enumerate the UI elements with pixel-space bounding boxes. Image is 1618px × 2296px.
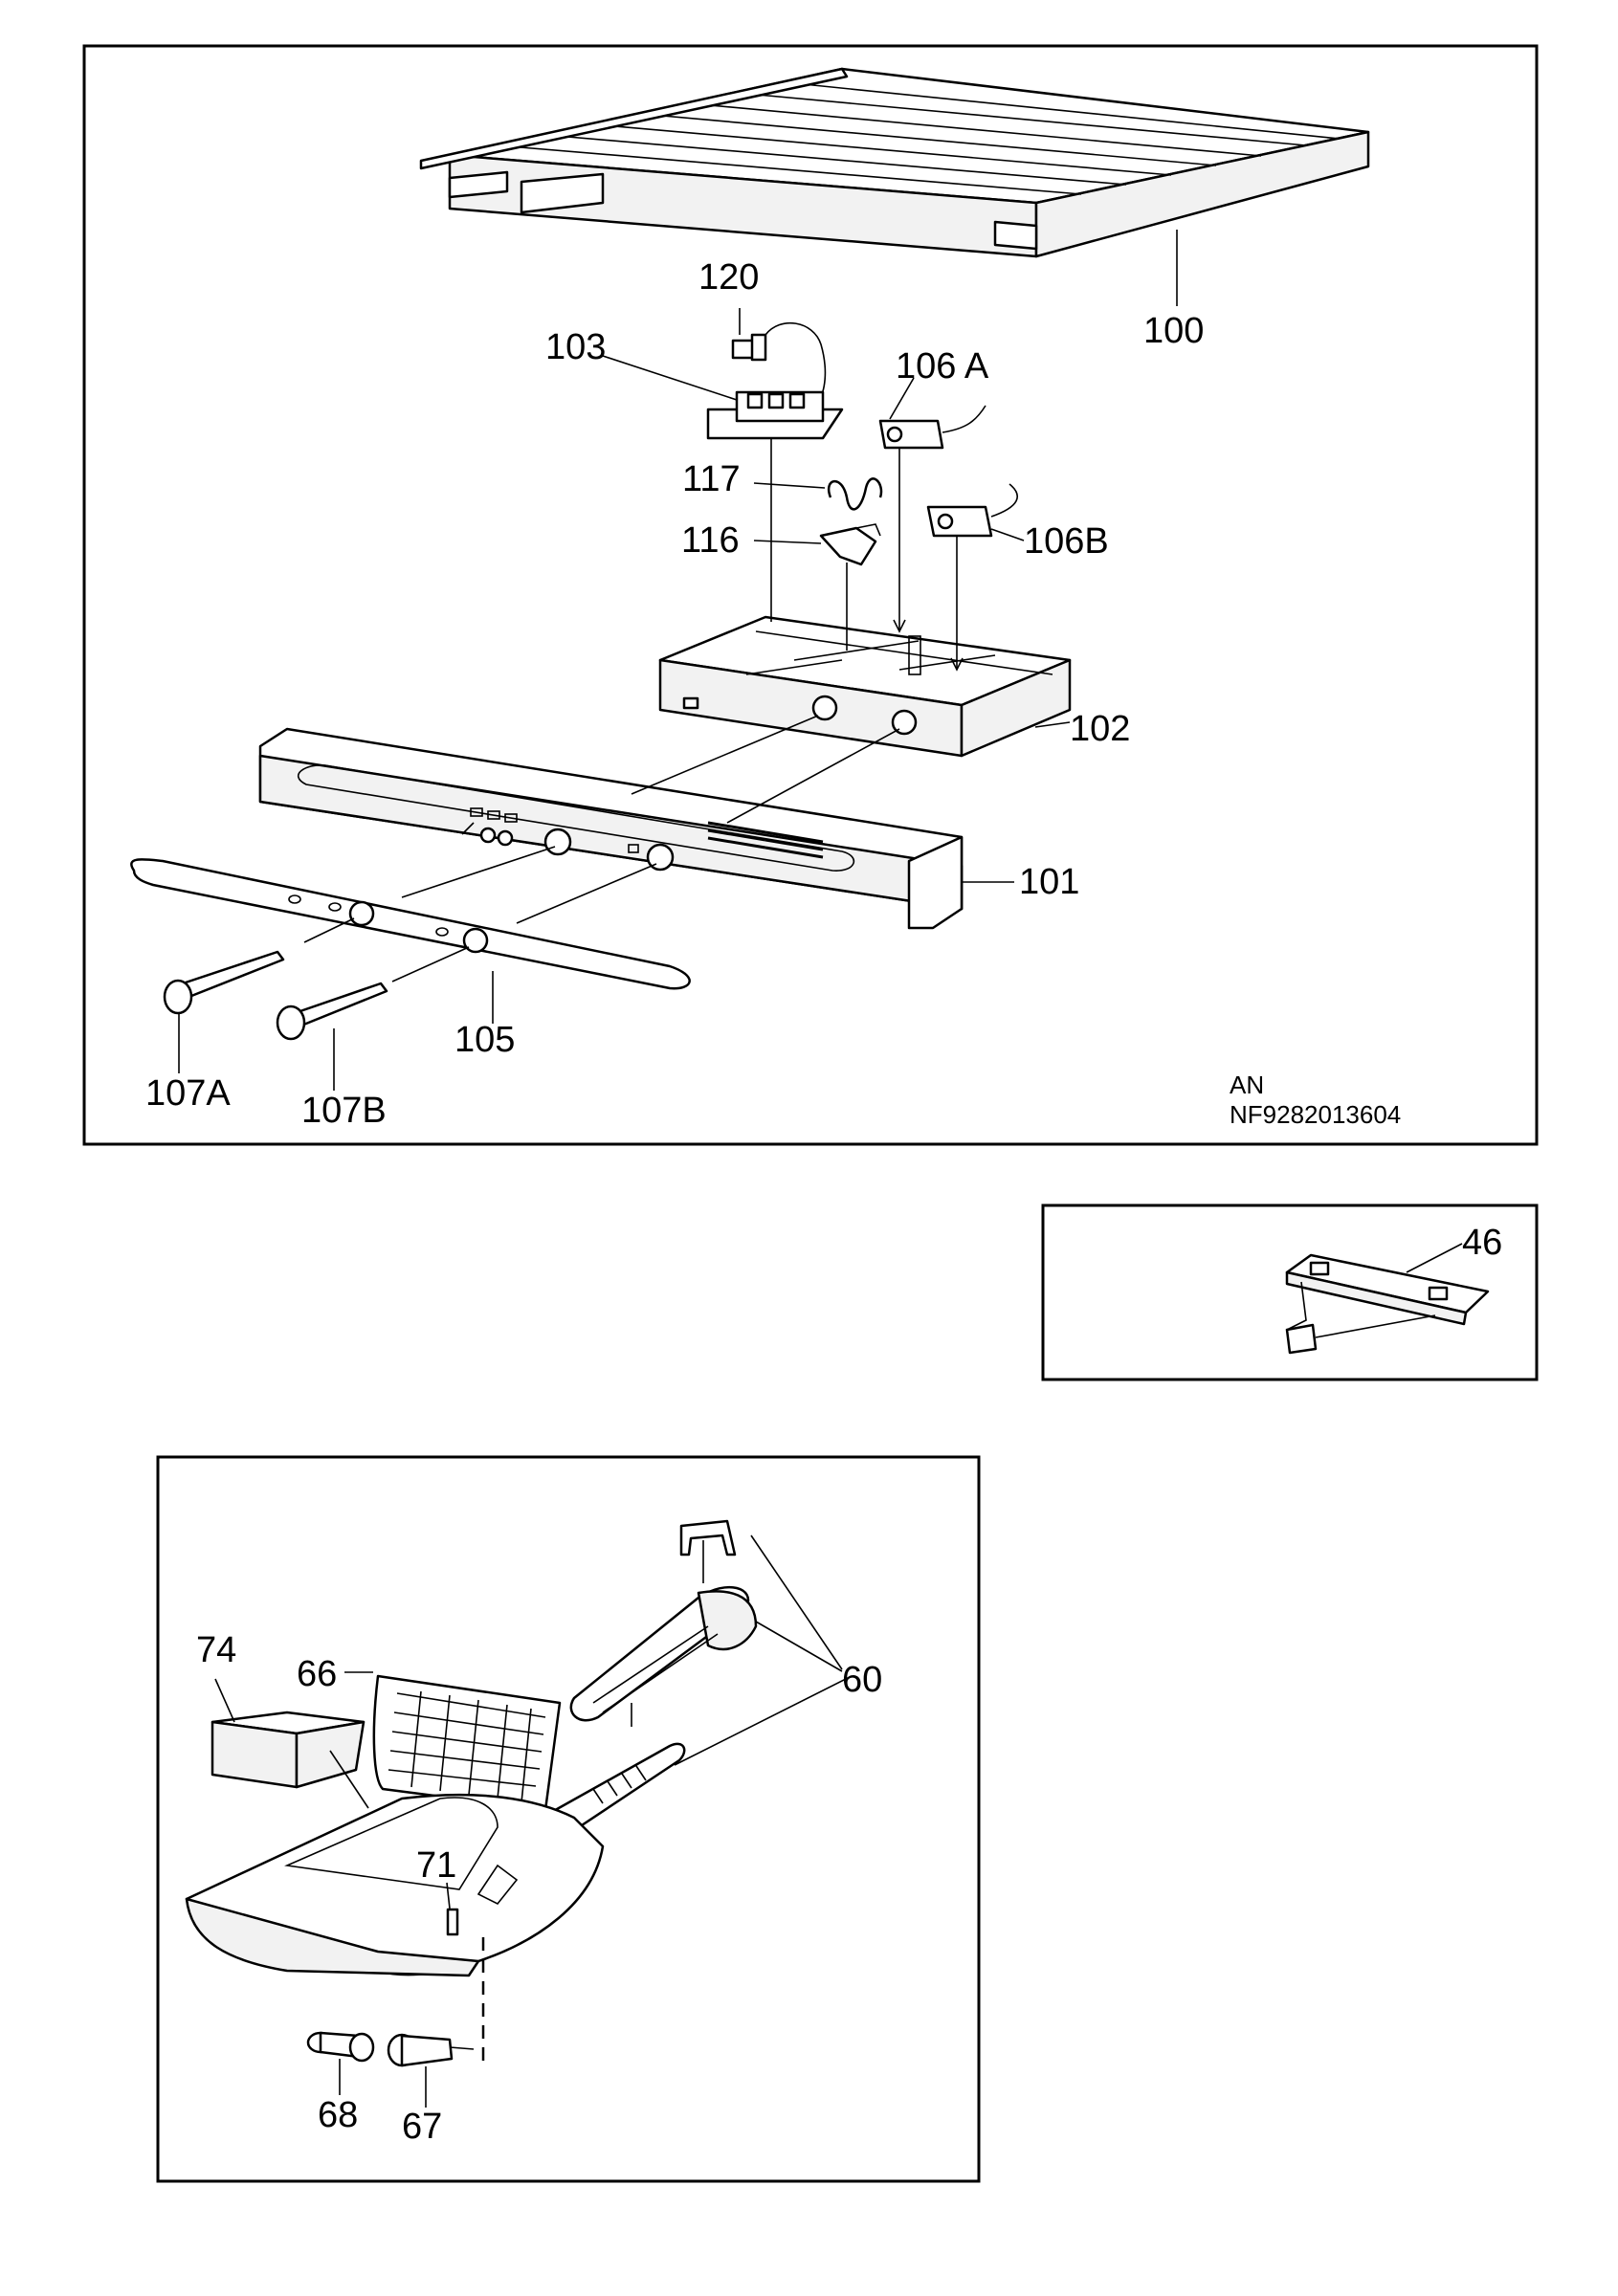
part-74-filter-block xyxy=(211,1711,366,1789)
label-106b: 106B xyxy=(1024,521,1109,562)
label-107a: 107A xyxy=(145,1073,231,1114)
label-107b: 107B xyxy=(301,1091,387,1131)
part-103-thermostat-housing xyxy=(706,390,844,440)
label-60: 60 xyxy=(842,1660,882,1700)
label-74: 74 xyxy=(196,1630,236,1670)
lamp-panel-frame xyxy=(156,1455,981,2183)
part-120-connector xyxy=(731,321,827,403)
label-71: 71 xyxy=(416,1845,456,1886)
part-102-control-box xyxy=(658,615,1072,758)
main-panel-frame xyxy=(82,44,1539,1146)
label-103: 103 xyxy=(545,327,606,367)
diagram-code-line2: NF9282013604 xyxy=(1230,1100,1401,1129)
diagram-code-line1: AN xyxy=(1230,1071,1264,1099)
part-107a-knob xyxy=(163,950,285,1015)
part-116-bracket xyxy=(819,523,881,566)
label-68: 68 xyxy=(318,2095,358,2135)
part-117-spring-clip xyxy=(828,477,883,511)
part-46-shelf-bracket xyxy=(1285,1243,1490,1355)
part-106b-switch xyxy=(926,483,1019,538)
part-106a-switch xyxy=(878,405,986,450)
label-67: 67 xyxy=(402,2107,442,2147)
main-panel-leader-lines xyxy=(178,230,1178,1091)
label-117: 117 xyxy=(682,459,741,499)
label-105: 105 xyxy=(454,1020,515,1060)
part-67-lamp-holder xyxy=(387,2033,475,2067)
lamp-panel-leader-lines xyxy=(214,1534,853,2108)
label-101: 101 xyxy=(1019,862,1079,902)
label-106a: 106 A xyxy=(896,346,989,386)
label-46: 46 xyxy=(1462,1223,1502,1263)
part-66-grille xyxy=(372,1674,562,1812)
label-120: 120 xyxy=(698,257,759,298)
label-116: 116 xyxy=(681,520,740,561)
part-107b-knob xyxy=(276,982,388,1041)
label-100: 100 xyxy=(1143,311,1204,351)
part-100-top-shelf xyxy=(419,67,1370,258)
part-68-lamp xyxy=(306,2031,375,2063)
part-105-front-trim xyxy=(130,858,691,990)
label-102: 102 xyxy=(1070,709,1130,749)
label-66: 66 xyxy=(297,1654,337,1694)
shelf-panel-frame xyxy=(1041,1203,1539,1381)
part-101-fascia xyxy=(258,727,964,930)
part-60-lamp-bracket xyxy=(526,1519,758,1891)
lamp-housing xyxy=(185,1793,605,1977)
